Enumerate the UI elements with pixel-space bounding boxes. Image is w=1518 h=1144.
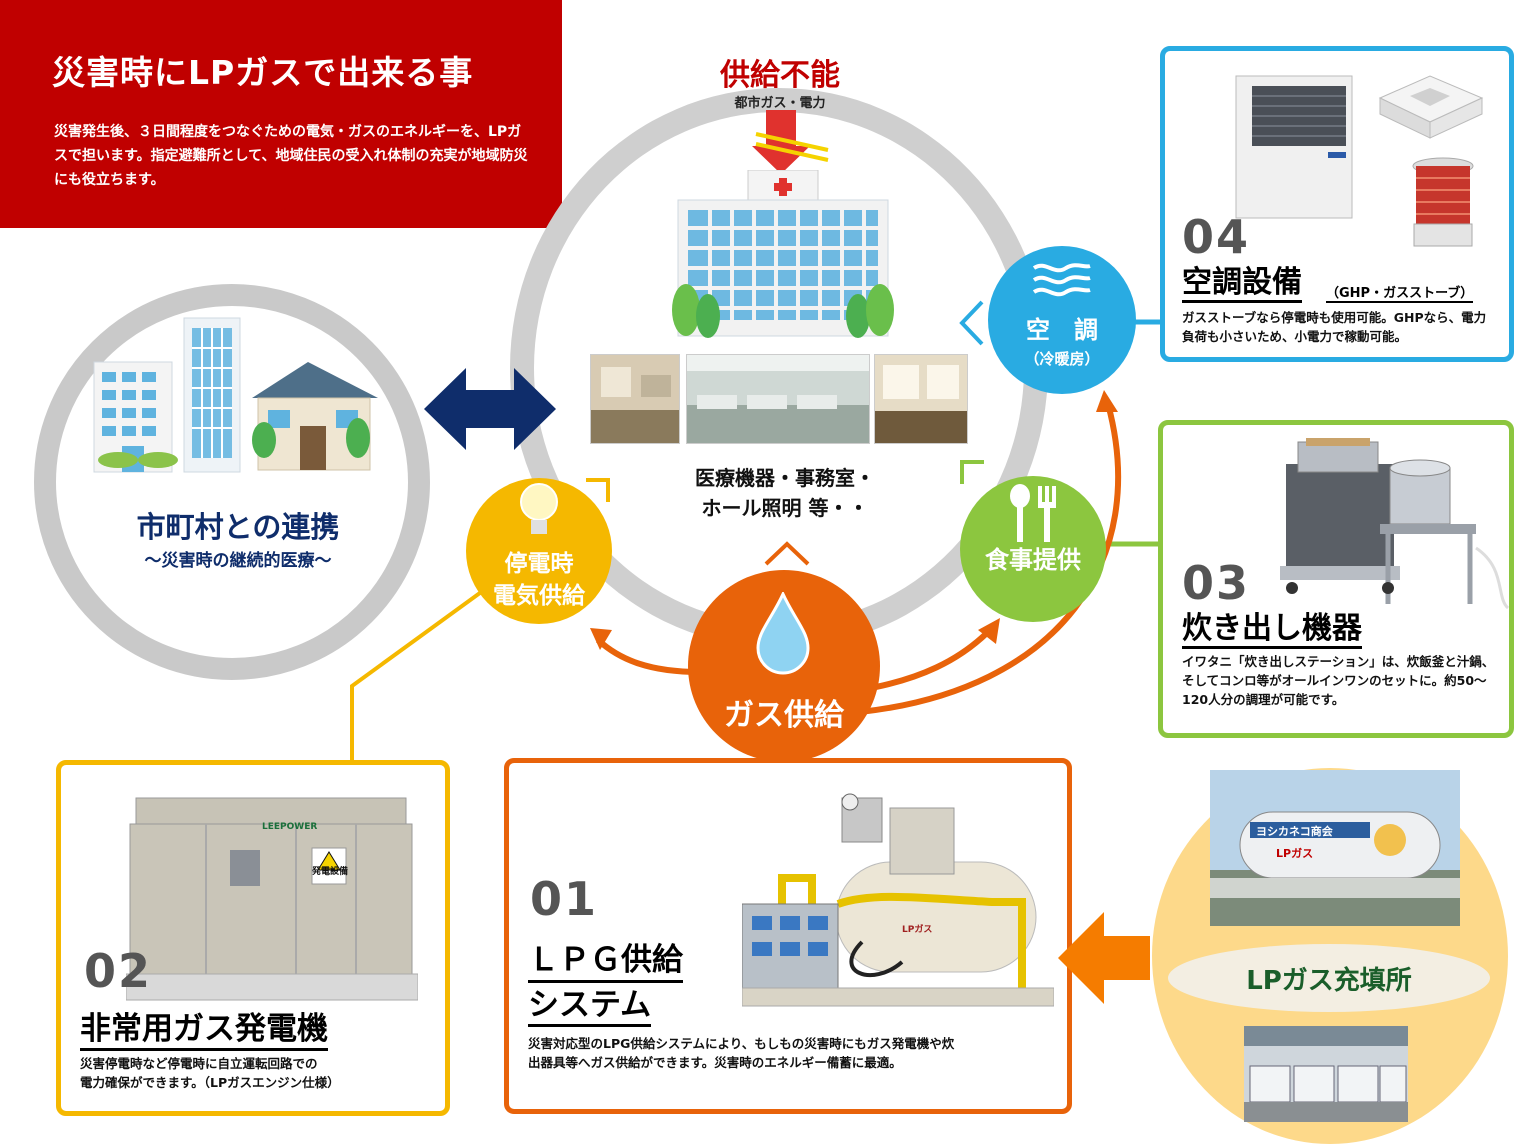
station-sign-text: ヨシカネコ商会 <box>1256 825 1333 838</box>
delivery-trucks-photo <box>1244 1026 1408 1122</box>
card-02-description-line1: 災害停電時など停電時に自立運転回路での <box>80 1056 318 1071</box>
station-tank-text: LPガス <box>1276 847 1314 860</box>
generator-badge: 発電設備 <box>312 867 349 877</box>
power-supply-line2: 電気供給 <box>493 583 585 609</box>
card-04-heading: 空調設備 <box>1182 266 1302 303</box>
gas-supply-label: ガス供給 <box>724 698 844 733</box>
aircon-sub: （冷暖房） <box>1024 350 1100 368</box>
lpg-tank-label: LPガス <box>902 925 933 935</box>
card-04-number: 04 <box>1182 210 1251 264</box>
supply-arrow-left-icon <box>1058 912 1150 1004</box>
ghp-unit-photo <box>1235 75 1353 219</box>
card-04-subheading: （GHP・ガスストーブ） <box>1326 282 1474 303</box>
light-bulb-icon <box>520 483 558 534</box>
station-label: LPガス充填所 <box>1246 966 1412 996</box>
card-01-description: 災害対応型のLPG供給システムにより、もしもの災害時にもガス発電機や炊出器具等へ… <box>528 1036 955 1070</box>
power-supply-line1: 停電時 <box>504 551 574 577</box>
generator-photo <box>126 797 418 1001</box>
food-label: 食事提供 <box>985 546 1081 574</box>
city-buildings-icon <box>93 317 378 473</box>
food-node <box>960 476 1106 622</box>
lpg-system-photo <box>742 793 1054 1007</box>
spoon-fork-icon <box>1010 484 1056 542</box>
double-arrow-icon <box>424 368 556 450</box>
hospital-uses-line1: 医療機器・事務室・ <box>695 466 875 490</box>
air-wave-icon <box>1032 263 1091 297</box>
aircon-label: 空 調 <box>1026 316 1098 344</box>
supply-cut-label: 供給不能 <box>720 58 840 93</box>
card-01-heading-line2: システム <box>528 986 652 1027</box>
card-04-description: ガスストーブなら停電時も使用可能。GHPなら、電力負荷も小さいため、小電力で稼動… <box>1182 310 1487 344</box>
title-description: 災害発生後、３日間程度をつなぐための電気・ガスのエネルギーを、LPガスで担います… <box>54 124 528 188</box>
office-photo <box>686 354 870 444</box>
main-title: 災害時にLPガスで出来る事 <box>52 53 474 92</box>
gas-stove-photo <box>1412 157 1474 247</box>
card-03-description: イワタニ「炊き出しステーション」は、炊飯釜と汁鍋、そしてコンロ等がオールインワン… <box>1182 654 1495 707</box>
generator-brand: LEEPOWER <box>262 822 318 832</box>
card-02-number: 02 <box>84 944 153 998</box>
supply-cut-sub: 都市ガス・電力 <box>734 96 826 111</box>
title-panel: 災害時にLPガスで出来る事 災害発生後、３日間程度をつなぐための電気・ガスのエネ… <box>0 0 562 228</box>
gas-drop-icon <box>756 592 810 675</box>
lobby-photo <box>590 354 680 444</box>
cut-arrow-icon <box>752 110 829 174</box>
chevron-up-icon <box>764 541 810 566</box>
card-02-description-line2: 電力確保ができます。（LPガスエンジン仕様） <box>80 1075 340 1090</box>
card-02-heading: 非常用ガス発電機 <box>80 1010 328 1051</box>
hall-photo <box>874 354 968 444</box>
card-01-number: 01 <box>530 872 599 926</box>
card-01-heading-line1: ＬＰＧ供給 <box>528 940 683 983</box>
hospital-uses-line2: ホール照明 等・・ <box>701 496 869 520</box>
municipal-label: 市町村との連携 <box>136 510 340 544</box>
chevron-left-icon <box>959 300 984 346</box>
cooking-station-photo <box>1280 438 1510 610</box>
ceiling-cassette-photo <box>1378 75 1484 139</box>
corner-bracket-right-icon <box>960 460 984 484</box>
card-03-heading: 炊き出し機器 <box>1182 612 1362 649</box>
municipal-sub: ～災害時の継続的医療～ <box>144 551 332 571</box>
corner-bracket-left-icon <box>586 478 610 502</box>
hospital-building-icon <box>672 170 894 338</box>
station-tank-photo <box>1210 770 1460 926</box>
station-label-ellipse <box>1168 944 1490 1012</box>
card-03-number: 03 <box>1182 556 1251 610</box>
